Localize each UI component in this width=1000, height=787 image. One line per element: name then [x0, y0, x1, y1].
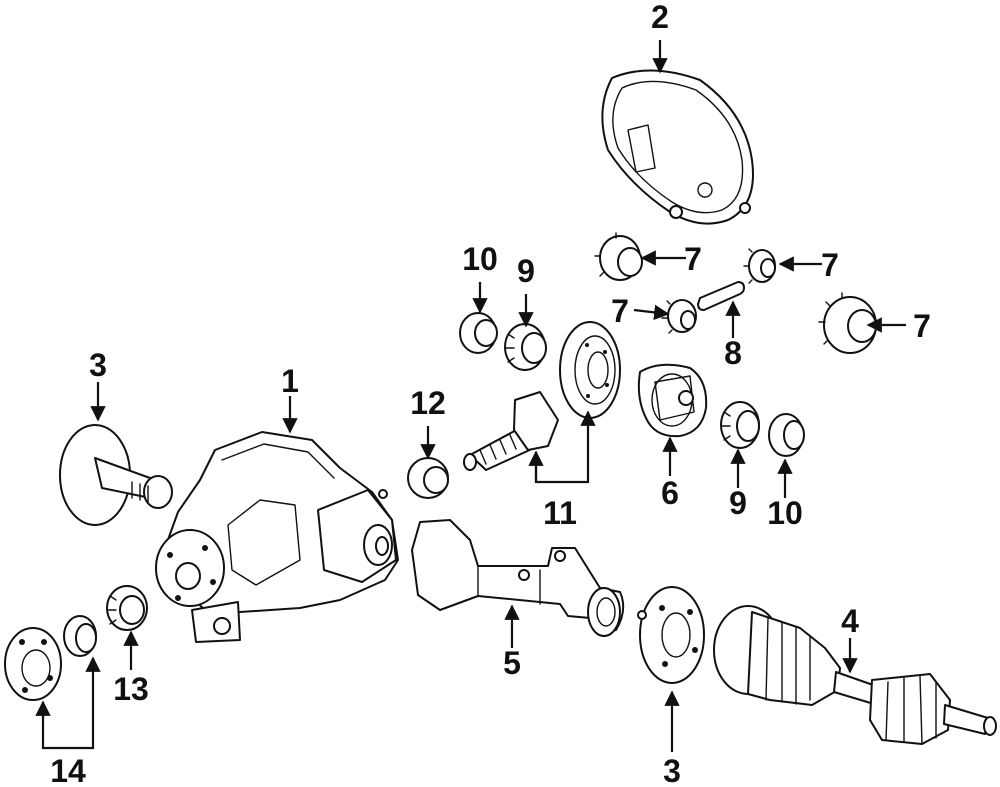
callout-14: 14 — [50, 753, 86, 787]
callout-11: 11 — [543, 495, 577, 531]
pinion-seal — [407, 457, 449, 499]
callout-1: 1 — [281, 363, 299, 399]
callout-7-b: 7 — [821, 247, 839, 283]
bearing-upper — [504, 323, 547, 371]
axle-bearing — [106, 585, 148, 631]
axle-seal — [63, 615, 97, 657]
bearing-race-lower — [768, 413, 805, 457]
hub-flange — [637, 586, 705, 684]
callout-12: 12 — [410, 385, 446, 421]
pinion-gear-upper-left — [594, 232, 643, 281]
side-gear-right — [818, 292, 877, 354]
callout-7-c: 7 — [611, 293, 629, 329]
callout-9-upper: 9 — [517, 253, 535, 289]
ring-gear — [559, 321, 621, 419]
pinion-gear-middle — [661, 299, 697, 334]
callout-9-lower: 9 — [729, 485, 747, 521]
callout-arrows — [35, 40, 906, 752]
callout-13: 13 — [113, 671, 149, 707]
bearing-lower — [720, 401, 760, 449]
callout-4: 4 — [841, 603, 859, 639]
callout-5: 5 — [503, 645, 521, 681]
drive-pinion — [463, 391, 559, 471]
pinion-gear-upper-right — [743, 248, 776, 284]
callout-2: 2 — [651, 0, 669, 35]
callout-6: 6 — [661, 475, 679, 511]
axle-shaft-left — [59, 424, 173, 526]
cv-axle-shaft — [713, 605, 997, 745]
callout-7-a: 7 — [684, 241, 702, 277]
callout-10-lower: 10 — [767, 495, 803, 531]
differential-case — [637, 363, 708, 438]
wheel-hub — [4, 627, 62, 701]
callout-3-upper: 3 — [89, 347, 107, 383]
bearing-race-upper — [459, 312, 498, 354]
callout-8: 8 — [724, 335, 742, 371]
callout-10-upper: 10 — [462, 241, 498, 277]
axle-tube — [411, 519, 625, 637]
callout-3-lower: 3 — [663, 753, 681, 787]
carrier-housing — [155, 431, 399, 643]
differential-cover — [601, 69, 754, 225]
callout-7-d: 7 — [913, 308, 931, 344]
pinion-shaft — [697, 281, 745, 311]
